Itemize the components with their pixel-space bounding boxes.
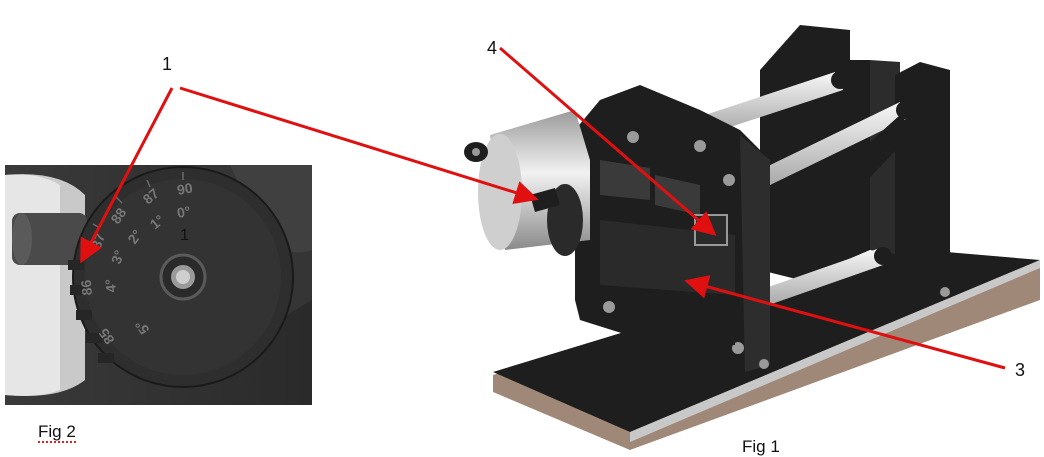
dial-number-0deg: 0° xyxy=(176,203,192,221)
arrow-4-to-switch xyxy=(499,46,717,236)
fig1-caption: Fig 1 xyxy=(742,437,780,456)
dial-number-4deg: 4° xyxy=(102,278,119,293)
fig1-device-illustration xyxy=(464,25,1040,450)
callout-label-1-inset: 1 xyxy=(180,227,189,244)
arrow-1-to-dial xyxy=(179,86,539,205)
dial-number-86: 86 xyxy=(78,279,95,296)
arrow-3-to-pin xyxy=(684,275,1006,370)
callout-label-4: 4 xyxy=(487,38,498,58)
fig2-caption-text: Fig 2 xyxy=(38,422,76,443)
fig2-caption: Fig 2 xyxy=(38,422,76,443)
dial-number-90: 90 xyxy=(176,179,194,197)
callout-label-3: 3 xyxy=(1015,360,1026,380)
fig2-inset-photo: 90 0° 87 1° 88 2° 87 3° 86 4° 85 5° xyxy=(5,165,312,405)
callout-arrows xyxy=(80,46,1006,370)
arrow-1-to-inset xyxy=(80,87,174,264)
dial-number-3deg: 3° xyxy=(108,248,128,266)
callout-label-1: 1 xyxy=(162,54,173,74)
